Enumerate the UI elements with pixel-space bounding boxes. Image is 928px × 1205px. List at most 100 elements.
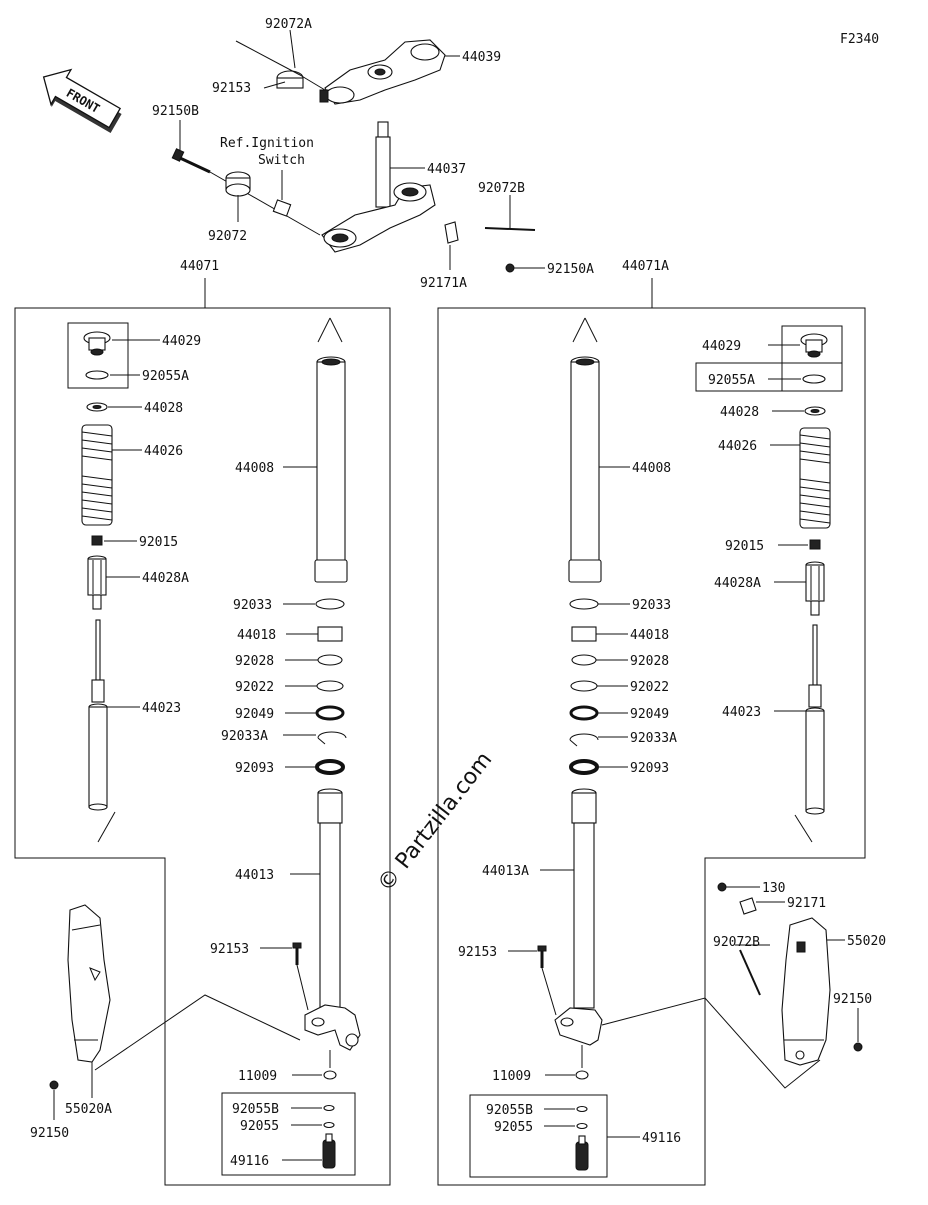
left-nut-92015 bbox=[91, 535, 103, 546]
right-o-ring-92055B bbox=[576, 1105, 588, 1113]
left-fork-assembly-frame bbox=[14, 307, 391, 1186]
L-label-44028: 44028 bbox=[144, 401, 183, 416]
L-label-44028A: 44028A bbox=[142, 571, 189, 586]
R-label-92072B: 92072B bbox=[713, 935, 760, 950]
right-washer-92022 bbox=[570, 680, 598, 692]
left-bushing-92028 bbox=[317, 654, 343, 666]
left-fork-guard-55020A bbox=[67, 904, 111, 1063]
L-label-92055: 92055 bbox=[240, 1119, 279, 1134]
label-92171A: 92171A bbox=[420, 276, 467, 291]
label-92150A: 92150A bbox=[547, 262, 594, 277]
R-label-130: 130 bbox=[762, 881, 785, 896]
L-label-92055B: 92055B bbox=[232, 1102, 279, 1117]
right-valve-49116 bbox=[575, 1135, 589, 1171]
L-label-92093: 92093 bbox=[235, 761, 274, 776]
right-cap-bolt-44029 bbox=[800, 333, 828, 358]
L-label-92028: 92028 bbox=[235, 654, 274, 669]
R-label-92028: 92028 bbox=[630, 654, 669, 669]
left-outer-tube-44008 bbox=[314, 356, 348, 583]
right-screw-130 bbox=[717, 882, 727, 892]
right-bushing-44018 bbox=[571, 626, 597, 642]
R-label-44018: 44018 bbox=[630, 628, 669, 643]
R-label-44028: 44028 bbox=[720, 405, 759, 420]
R-label-92171: 92171 bbox=[787, 896, 826, 911]
R-label-55020: 55020 bbox=[847, 934, 886, 949]
R-label-44013A: 44013A bbox=[482, 864, 529, 879]
right-spring-44026 bbox=[799, 427, 831, 529]
left-bolt-92150 bbox=[49, 1080, 59, 1090]
L-label-44029: 44029 bbox=[162, 334, 201, 349]
R-label-44029: 44029 bbox=[702, 339, 741, 354]
right-band-92072B bbox=[739, 949, 761, 996]
left-washer-92022 bbox=[316, 680, 344, 692]
label-92153-top: 92153 bbox=[212, 81, 251, 96]
R-label-92015: 92015 bbox=[725, 539, 764, 554]
left-bolt-92153 bbox=[292, 942, 302, 965]
right-snap-ring-92033A bbox=[569, 733, 599, 747]
right-damper-rod-44023 bbox=[805, 624, 825, 815]
L-label-92033: 92033 bbox=[233, 598, 272, 613]
label-44037: 44037 bbox=[427, 162, 466, 177]
R-label-11009: 11009 bbox=[492, 1069, 531, 1084]
right-fork-assembly-frame bbox=[437, 307, 866, 1186]
L-label-92055A: 92055A bbox=[142, 369, 189, 384]
right-nut-92015 bbox=[809, 539, 821, 550]
R-label-44008: 44008 bbox=[632, 461, 671, 476]
left-valve-49116 bbox=[322, 1133, 336, 1169]
label-92072: 92072 bbox=[208, 229, 247, 244]
left-bushing-44018 bbox=[317, 626, 343, 642]
label-44039: 44039 bbox=[462, 50, 501, 65]
ref-note-line2: Switch bbox=[258, 153, 305, 168]
left-gasket-11009 bbox=[323, 1070, 337, 1080]
right-inner-tube-44013A bbox=[554, 788, 603, 1046]
L-label-92015: 92015 bbox=[139, 535, 178, 550]
right-gasket-11009 bbox=[575, 1070, 589, 1080]
right-ring-92033 bbox=[569, 598, 599, 610]
handle-clamp-92072A bbox=[276, 70, 304, 89]
R-label-44028A: 44028A bbox=[714, 576, 761, 591]
right-o-ring-92055 bbox=[576, 1122, 588, 1130]
left-spring-44026 bbox=[81, 424, 113, 526]
left-cap-bolt-44029 bbox=[83, 331, 111, 356]
upper-bracket bbox=[319, 39, 446, 105]
label-44071A: 44071A bbox=[622, 259, 669, 274]
L-label-92022: 92022 bbox=[235, 680, 274, 695]
R-label-92153: 92153 bbox=[458, 945, 497, 960]
L-label-44026: 44026 bbox=[144, 444, 183, 459]
left-ring-92033 bbox=[315, 598, 345, 610]
R-label-92055B: 92055B bbox=[486, 1103, 533, 1118]
diagram-code: F2340 bbox=[840, 32, 879, 47]
R-label-44026: 44026 bbox=[718, 439, 757, 454]
L-label-92049: 92049 bbox=[235, 707, 274, 722]
L-label-11009: 11009 bbox=[238, 1069, 277, 1084]
ref-note-line1: Ref.Ignition bbox=[220, 136, 314, 151]
watermark-text: © Partzilla.com bbox=[373, 748, 497, 897]
right-bushing-92028 bbox=[571, 654, 597, 666]
left-snap-ring-92033A bbox=[317, 731, 347, 745]
right-clamp-92171 bbox=[739, 897, 757, 915]
L-label-44008: 44008 bbox=[235, 461, 274, 476]
bolt-92150B bbox=[171, 148, 211, 174]
left-inner-tube-44013 bbox=[304, 788, 361, 1051]
R-label-92055: 92055 bbox=[494, 1120, 533, 1135]
label-44071: 44071 bbox=[180, 259, 219, 274]
label-92072A: 92072A bbox=[265, 17, 312, 32]
R-label-92055A: 92055A bbox=[708, 373, 755, 388]
R-label-92049: 92049 bbox=[630, 707, 669, 722]
steering-stem-lower-bracket bbox=[321, 121, 436, 253]
left-o-ring-92055 bbox=[323, 1121, 335, 1129]
L-label-49116: 49116 bbox=[230, 1154, 269, 1169]
left-o-ring-92055A bbox=[85, 370, 109, 380]
front-direction-arrow-icon: FRONT bbox=[42, 68, 122, 133]
L-label-92150: 92150 bbox=[30, 1126, 69, 1141]
right-o-ring-92055A bbox=[802, 374, 826, 384]
L-label-92033A: 92033A bbox=[221, 729, 268, 744]
R-label-92093: 92093 bbox=[630, 761, 669, 776]
left-oil-seal-92049 bbox=[315, 705, 345, 721]
L-label-44018: 44018 bbox=[237, 628, 276, 643]
right-bolt-92153 bbox=[537, 945, 547, 968]
R-label-92022: 92022 bbox=[630, 680, 669, 695]
right-oil-seal-92049 bbox=[569, 705, 599, 721]
